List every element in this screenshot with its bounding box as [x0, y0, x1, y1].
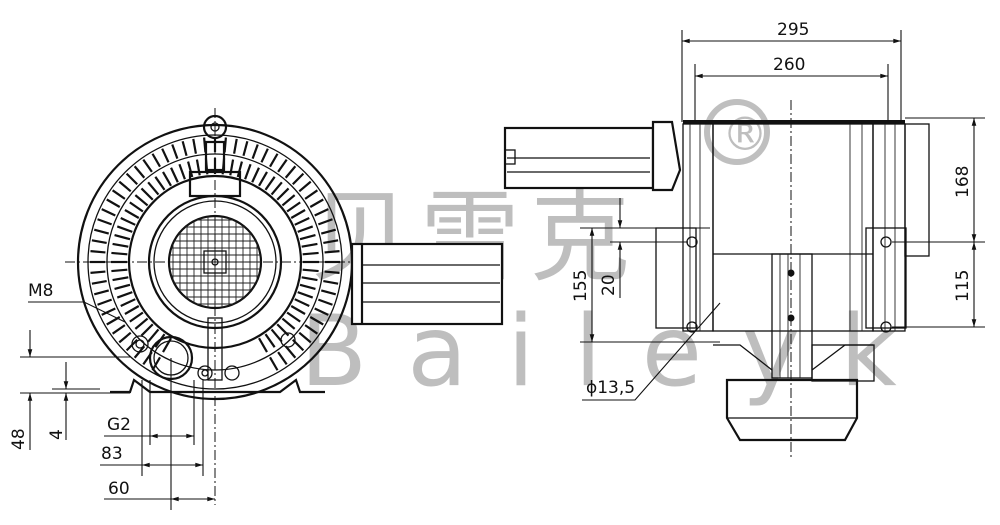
- label-48: 48: [9, 428, 29, 450]
- front-view-dimensions: M8 48 4 G2 83 60: [9, 281, 215, 510]
- label-g2: G2: [107, 415, 131, 435]
- label-155: 155: [571, 270, 591, 302]
- side-view: [503, 100, 930, 460]
- label-83: 83: [101, 444, 123, 464]
- svg-text:®: ®: [722, 107, 768, 161]
- label-115: 115: [953, 270, 973, 302]
- side-view-dimensions: 295 260 168 115 155 20 ϕ13,5: [571, 20, 985, 401]
- registered-mark-icon: ®: [704, 99, 770, 165]
- label-168: 168: [953, 166, 973, 198]
- label-hole-diameter: ϕ13,5: [586, 378, 635, 398]
- label-295: 295: [777, 20, 809, 40]
- label-60: 60: [108, 479, 130, 499]
- front-view: [65, 108, 504, 505]
- label-m8: M8: [28, 281, 53, 301]
- label-4: 4: [47, 429, 67, 440]
- terminal-box-front: [350, 242, 504, 326]
- mounting-feet: [110, 378, 325, 394]
- top-flange: [683, 120, 905, 124]
- terminal-box-side: [503, 120, 682, 192]
- label-20: 20: [599, 274, 619, 296]
- motor-body: [771, 253, 813, 379]
- label-260: 260: [773, 55, 805, 75]
